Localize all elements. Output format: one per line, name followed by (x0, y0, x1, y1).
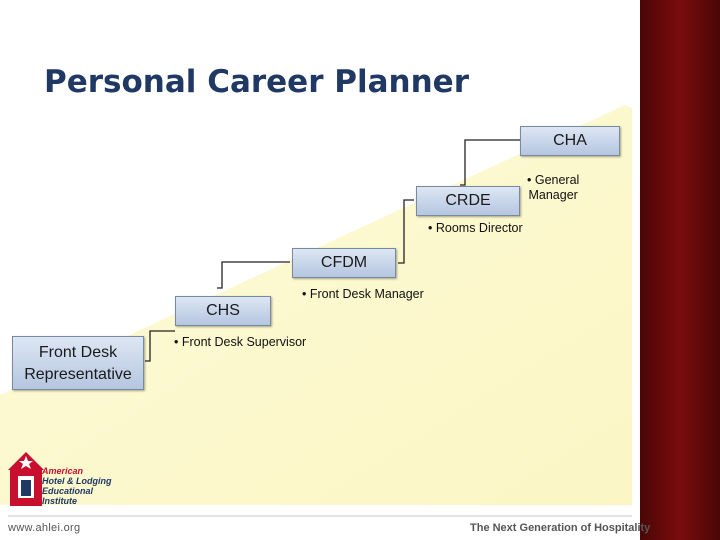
step-box-label: CHS (206, 302, 240, 319)
step-bullet-front-desk-supervisor: • Front Desk Supervisor (174, 335, 307, 349)
sidebar-strip (640, 0, 720, 540)
step-box-crde: CRDE (416, 186, 520, 216)
footer-url: www.ahlei.org (8, 522, 81, 534)
logo-line: American (42, 466, 84, 476)
step-box-cha: CHA (520, 126, 620, 156)
step-bullet-general-manager: • General Manager (527, 173, 579, 203)
logo-line: Hotel & Lodging (42, 476, 112, 486)
step-bullet-line: • General (527, 173, 580, 187)
footer-tagline: The Next Generation of Hospitality (470, 522, 651, 534)
step-box-label: CHA (553, 132, 587, 149)
step-box-cfdm: CFDM (292, 248, 396, 278)
step-box-label: CRDE (445, 192, 491, 209)
step-bullet-line: Manager (528, 188, 578, 202)
step-box-label: Front Desk Representative (24, 344, 132, 383)
logo-wordmark: American Hotel & Lodging Educational Ins… (42, 466, 122, 506)
step-box-front-desk-representative: Front Desk Representative (12, 336, 144, 390)
step-box-label: CFDM (320, 254, 368, 271)
logo-line: Educational Institute (42, 486, 94, 506)
step-bullet-rooms-director: • Rooms Director (428, 221, 523, 235)
ahlei-logo-icon (8, 452, 44, 506)
step-box-chs: CHS (175, 296, 271, 326)
step-bullet-front-desk-manager: • Front Desk Manager (302, 287, 424, 301)
page-title: Personal Career Planner (44, 64, 469, 100)
